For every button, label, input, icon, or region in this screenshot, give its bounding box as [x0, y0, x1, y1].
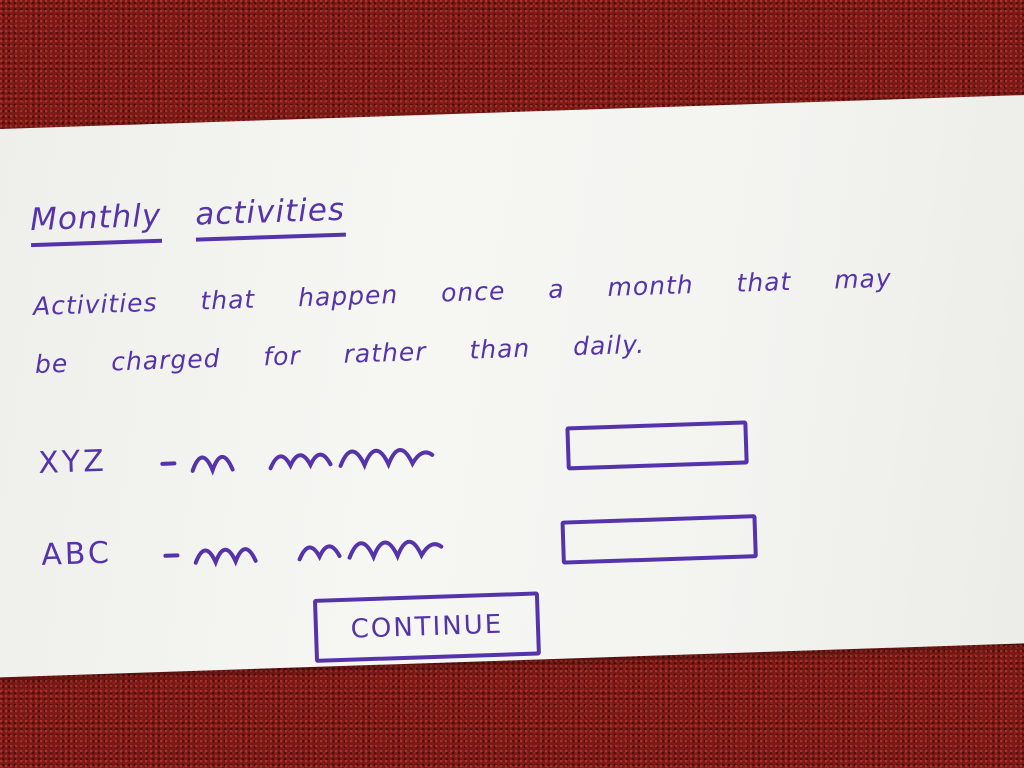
- page-title: Monthly activities: [30, 191, 380, 247]
- activity-row-xyz: XYZ: [0, 408, 991, 501]
- label-dash: [160, 461, 177, 466]
- continue-button[interactable]: CONTINUE: [312, 591, 541, 663]
- abc-input[interactable]: [560, 514, 758, 565]
- description-text: Activities that happen once a month that…: [32, 263, 893, 379]
- title-word-activities: activities: [195, 192, 346, 242]
- label-dash: [163, 553, 180, 558]
- field-label-xyz: XYZ: [37, 443, 108, 481]
- paper-sketch: Monthly activities Activities that happen…: [0, 94, 1024, 678]
- title-word-monthly: Monthly: [30, 198, 163, 247]
- squiggle-icon: [193, 539, 444, 568]
- squiggle-icon: [190, 448, 435, 476]
- field-label-abc: ABC: [40, 535, 113, 573]
- activity-row-abc: ABC: [0, 500, 994, 593]
- xyz-input[interactable]: [565, 420, 749, 471]
